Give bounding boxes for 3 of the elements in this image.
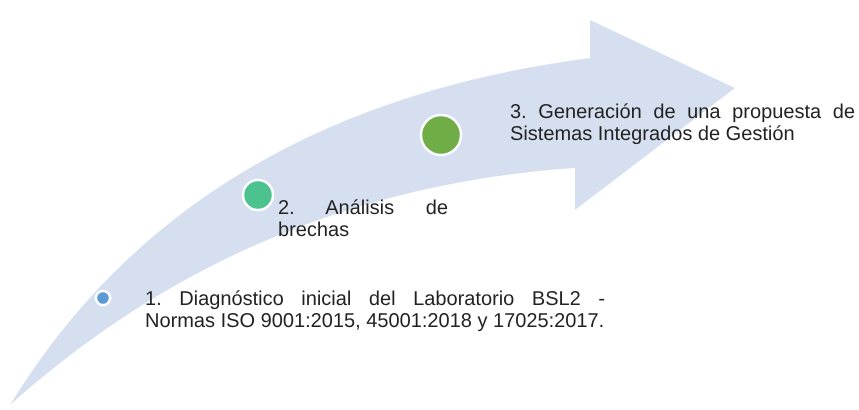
step-text: 1. Diagnóstico inicial del Laboratorio BSL2 - Normas ISO 9001:2015, 45001:2018 y 17025:2017. [145,288,605,332]
step-text: 3. Generación de una propuesta de Sistemas Integrados de Gestión [510,101,855,145]
step-text: 2. Análisis de brechas [278,197,448,241]
